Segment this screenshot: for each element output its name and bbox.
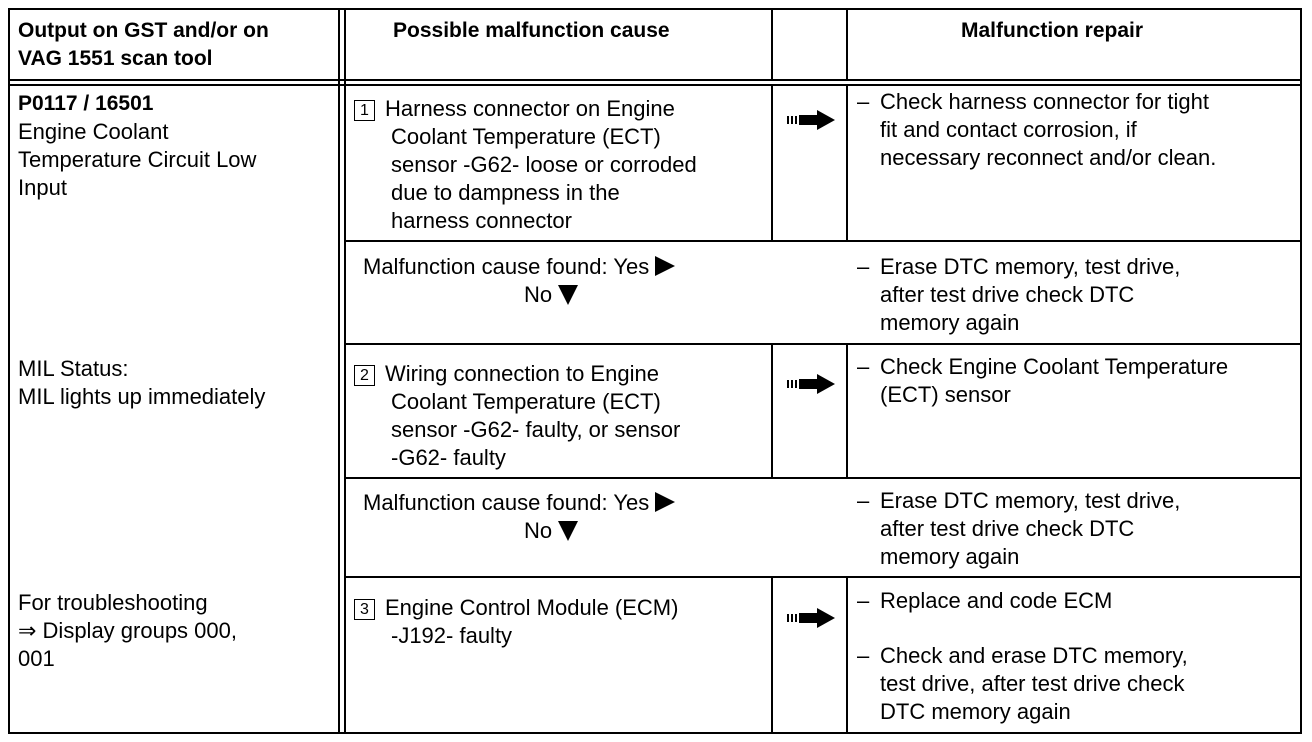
repair-dash: –: [857, 588, 870, 613]
mil-status-line: MIL Status:: [18, 356, 129, 381]
dtc-code: P0117 / 16501: [18, 92, 154, 115]
header-divider-2: [8, 84, 1302, 86]
troubleshooting-line: ⇒ Display groups 000,: [18, 618, 237, 643]
triangle-down-icon: [558, 285, 579, 305]
step3-repair-b-line: test drive, after test drive check: [880, 671, 1185, 696]
step2-repair-line: Check Engine Coolant Temperature: [880, 354, 1229, 379]
step2-cause-line: -G62- faulty: [391, 445, 506, 470]
step1-repair-line: Check harness connector for tight: [880, 89, 1209, 114]
arrow-col-right-step1: [846, 84, 848, 242]
repair-dash: –: [857, 488, 870, 513]
arrow-col-left-step1: [771, 84, 773, 242]
dtc-desc-line: Input: [18, 175, 67, 200]
header-col1-line1: Output on GST and/or on: [18, 19, 269, 42]
dtc-desc-line: Temperature Circuit Low: [18, 147, 257, 172]
step3-repair-a: Replace and code ECM: [880, 588, 1113, 613]
repair-dash: –: [857, 89, 870, 114]
dtc-desc-line: Engine Coolant: [18, 119, 169, 144]
step2-cause-line: sensor -G62- faulty, or sensor: [391, 417, 681, 442]
step1-cause-line: sensor -G62- loose or corroded: [391, 152, 697, 177]
arrow-right-icon: [787, 110, 835, 130]
step-number-box: 1: [354, 100, 375, 121]
header-col3: Malfunction repair: [961, 19, 1144, 42]
arrow-col-right-step2: [846, 345, 848, 479]
found-repair-line: Erase DTC memory, test drive,: [880, 488, 1181, 513]
header-col2: Possible malfunction cause: [393, 19, 670, 42]
step2-repair-line: (ECT) sensor: [880, 382, 1011, 407]
mil-status-line: MIL lights up immediately: [18, 384, 266, 409]
table-border-left: [8, 8, 10, 734]
step1-repair-line: fit and contact corrosion, if: [880, 117, 1137, 142]
triangle-down-icon: [558, 521, 579, 541]
step3-cause-line: -J192- faulty: [391, 623, 513, 648]
col1-divider-a: [338, 8, 340, 734]
found-repair-line: memory again: [880, 310, 1020, 335]
arrow-col-right-step3: [846, 578, 848, 734]
step-number-box: 3: [354, 599, 375, 620]
row-divider-1: [344, 240, 1302, 242]
step1-cause-line: due to dampness in the: [391, 180, 620, 205]
arrow-right-icon: [787, 374, 835, 394]
table-border-bottom: [8, 732, 1302, 734]
arrow-col-left-step3: [771, 578, 773, 734]
found-repair-line: Erase DTC memory, test drive,: [880, 254, 1181, 279]
row-divider-2: [344, 343, 1302, 345]
step3-repair-b-line: Check and erase DTC memory,: [880, 643, 1188, 668]
troubleshooting-line: 001: [18, 646, 55, 671]
repair-dash: –: [857, 643, 870, 668]
step-number-box: 2: [354, 365, 375, 386]
arrow-col-right-header: [846, 8, 848, 81]
found-yes-line: Malfunction cause found: Yes: [363, 253, 676, 281]
row-divider-3: [344, 477, 1302, 479]
triangle-right-icon: [655, 256, 676, 276]
found-repair-line: memory again: [880, 544, 1020, 569]
found-repair-line: after test drive check DTC: [880, 516, 1135, 541]
header-col1-line2: VAG 1551 scan tool: [18, 47, 213, 70]
step1-cause-line: harness connector: [391, 208, 572, 233]
found-yes-line: Malfunction cause found: Yes: [363, 489, 676, 517]
arrow-col-left-header: [771, 8, 773, 81]
row-divider-4: [344, 576, 1302, 578]
arrow-col-left-step2: [771, 345, 773, 479]
step3-repair-b-line: DTC memory again: [880, 699, 1071, 724]
table-border-right: [1300, 8, 1302, 734]
found-repair-line: after test drive check DTC: [880, 282, 1135, 307]
step2-cause-line: Coolant Temperature (ECT): [391, 389, 661, 414]
step1-repair-line: necessary reconnect and/or clean.: [880, 145, 1217, 170]
step1-cause-line: Coolant Temperature (ECT): [391, 124, 661, 149]
found-no-line: No: [524, 517, 579, 545]
triangle-right-icon: [655, 492, 676, 512]
col1-divider-b: [344, 8, 346, 734]
table-border-top: [8, 8, 1302, 10]
arrow-right-icon: [787, 608, 835, 628]
repair-dash: –: [857, 354, 870, 379]
repair-dash: –: [857, 254, 870, 279]
troubleshooting-line: For troubleshooting: [18, 590, 208, 615]
header-divider: [8, 79, 1302, 81]
found-no-line: No: [524, 281, 579, 309]
